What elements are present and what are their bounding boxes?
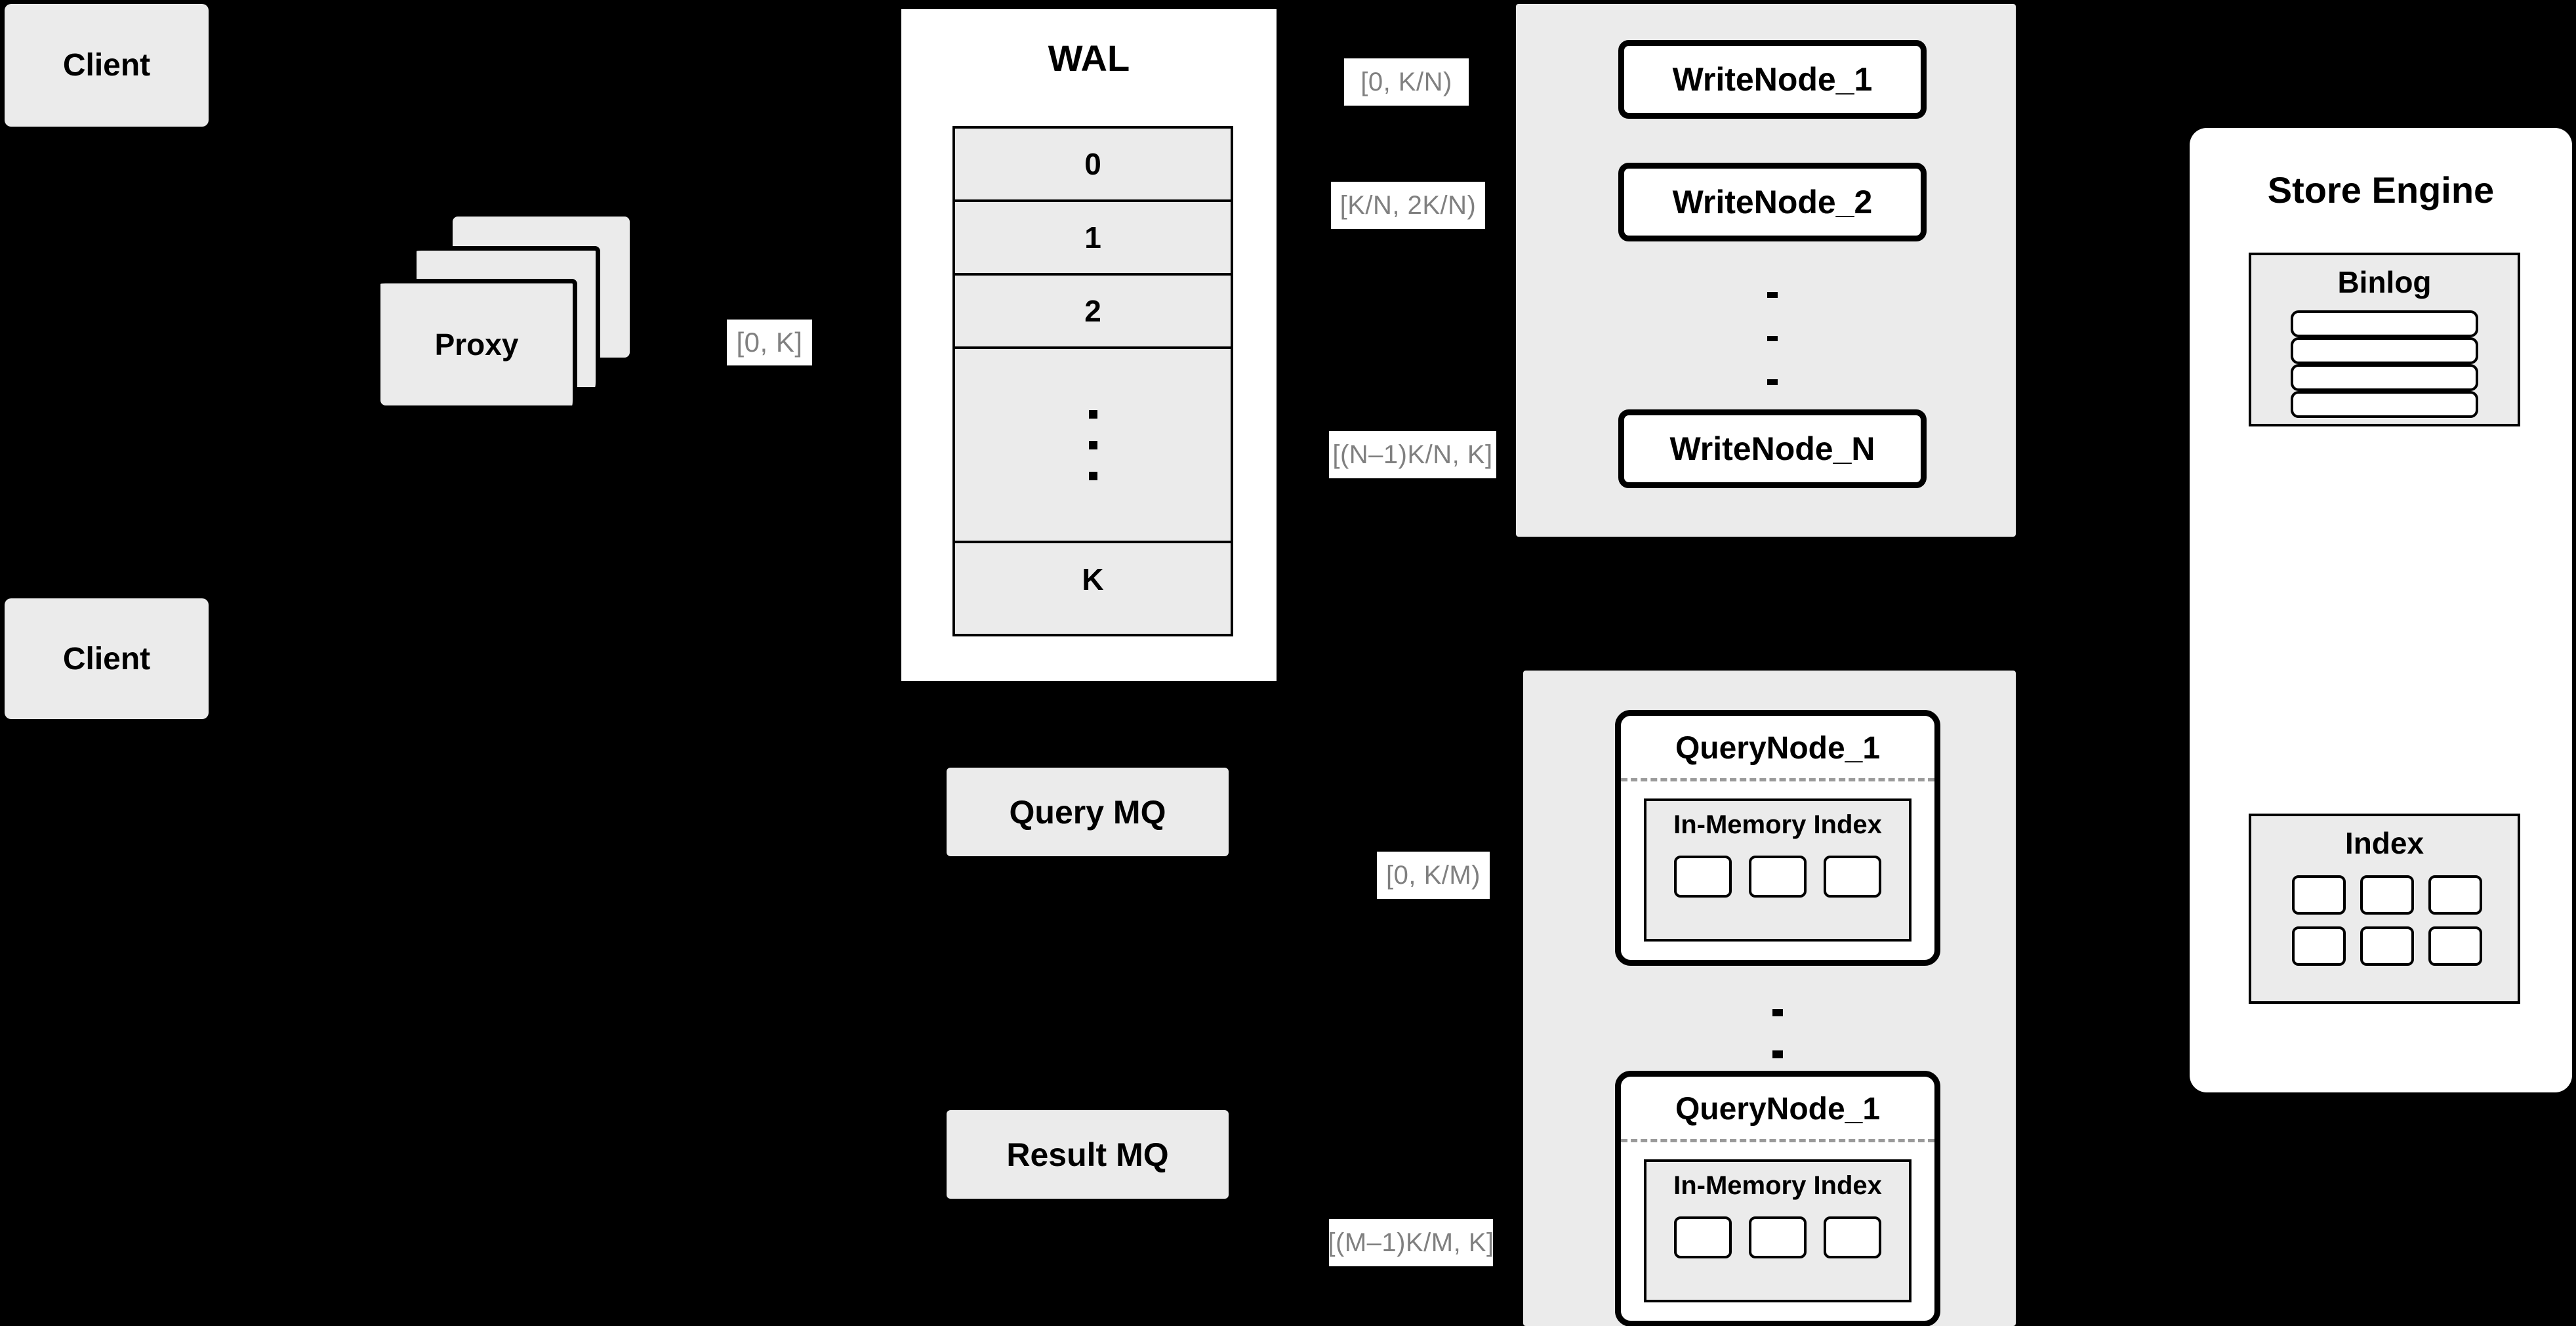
arrow-line-to-binlog	[2161, 385, 2192, 389]
query-node-m-index-segment-1[interactable]	[1674, 1216, 1732, 1258]
write-node-1-label: WriteNode_1	[1672, 61, 1873, 98]
client-node-1[interactable]: Client	[5, 4, 209, 127]
client-node-2-label: Client	[62, 641, 151, 676]
wal-row-2: 2	[955, 276, 1231, 349]
query-mq-label: Query MQ	[1009, 793, 1166, 831]
binlog-panel: Binlog	[2249, 253, 2520, 426]
client-node-2[interactable]: Client	[5, 598, 209, 719]
edge-label-wal-to-writenode-1: [0, K/N)	[1344, 58, 1469, 106]
wal-row-1: 1	[955, 202, 1231, 276]
wal-panel: WAL 0 1 2 K	[896, 4, 1282, 686]
write-node-n-label: WriteNode_N	[1669, 430, 1875, 467]
binlog-entry-3[interactable]	[2291, 364, 2478, 391]
query-node-1-in-memory-index-label: In-Memory Index	[1673, 810, 1882, 839]
query-node-1-index-segment-1[interactable]	[1674, 856, 1732, 898]
query-node-1-index-segment-3[interactable]	[1824, 856, 1881, 898]
index-cell-2[interactable]	[2360, 875, 2414, 915]
edge-label-querymq-to-querynode-m: [(M–1)K/M, K]	[1328, 1219, 1494, 1266]
edge-label-proxy-to-wal-text: [0, K]	[736, 327, 803, 358]
query-node-m-index-segment-3[interactable]	[1824, 1216, 1881, 1258]
edge-label-wal-to-writenode-2: [K/N, 2K/N)	[1331, 182, 1485, 229]
store-engine-panel: Store Engine Binlog Index	[2190, 128, 2572, 1092]
arrow-line-to-index	[2161, 945, 2192, 949]
proxy-card-front[interactable]: Proxy	[380, 279, 577, 405]
edge-label-querymq-to-querynode-1-text: [0, K/M)	[1385, 860, 1481, 890]
wal-row-ellipsis	[955, 349, 1231, 543]
index-cell-6[interactable]	[2428, 926, 2482, 966]
edge-label-querymq-to-querynode-1: [0, K/M)	[1377, 852, 1490, 899]
proxy-stack[interactable]: Proxy	[380, 217, 669, 426]
index-panel: Index	[2249, 814, 2520, 1004]
binlog-title: Binlog	[2337, 265, 2432, 299]
index-title: Index	[2344, 826, 2424, 860]
proxy-label: Proxy	[434, 327, 519, 362]
query-node-m-in-memory-index: In-Memory Index	[1644, 1159, 1912, 1302]
query-node-1-label: QueryNode_1	[1675, 731, 1881, 766]
query-node-m-index-segment-2[interactable]	[1749, 1216, 1807, 1258]
binlog-entry-4[interactable]	[2291, 391, 2478, 418]
query-node-1-index-segment-2[interactable]	[1749, 856, 1807, 898]
query-node-1-separator	[1621, 778, 1934, 781]
wal-row-0-label: 0	[1084, 147, 1101, 181]
write-node-group-panel: WriteNode_1 WriteNode_2 WriteNode_N	[1516, 4, 2016, 537]
result-mq-label: Result MQ	[1006, 1136, 1169, 1173]
store-engine-title: Store Engine	[2267, 169, 2495, 211]
write-node-2[interactable]: WriteNode_2	[1618, 163, 1927, 241]
edge-label-querymq-to-querynode-m-text: [(M–1)K/M, K]	[1328, 1228, 1494, 1257]
index-cell-1[interactable]	[2292, 875, 2346, 915]
query-node-m-label: QueryNode_1	[1675, 1092, 1881, 1127]
write-node-1[interactable]: WriteNode_1	[1618, 40, 1927, 119]
write-node-2-label: WriteNode_2	[1672, 184, 1873, 220]
edge-label-wal-to-writenode-n-text: [(N–1)K/N, K]	[1332, 440, 1493, 469]
index-cell-4[interactable]	[2292, 926, 2346, 966]
index-cell-5[interactable]	[2360, 926, 2414, 966]
wal-vertical-ellipsis-icon	[1088, 399, 1097, 491]
write-node-n[interactable]: WriteNode_N	[1618, 409, 1927, 488]
write-node-group-ellipsis-icon	[1618, 273, 1927, 404]
wal-row-k-label: K	[1082, 562, 1104, 596]
wal-row-2-label: 2	[1084, 294, 1101, 328]
query-node-m-separator	[1621, 1139, 1934, 1142]
binlog-entry-2[interactable]	[2291, 337, 2478, 364]
wal-entry-table: 0 1 2 K	[952, 126, 1233, 636]
query-mq-node[interactable]: Query MQ	[947, 768, 1229, 856]
query-node-group-panel: QueryNode_1 In-Memory Index QueryNode_1	[1523, 671, 2016, 1326]
wal-row-k: K	[955, 543, 1231, 615]
wal-title: WAL	[1048, 37, 1130, 79]
edge-label-wal-to-writenode-n: [(N–1)K/N, K]	[1329, 431, 1496, 478]
query-node-1-in-memory-index: In-Memory Index	[1644, 798, 1912, 942]
binlog-entry-1[interactable]	[2291, 310, 2478, 337]
query-node-m[interactable]: QueryNode_1 In-Memory Index	[1615, 1071, 1940, 1326]
edge-label-wal-to-writenode-1-text: [0, K/N)	[1360, 67, 1452, 96]
index-cell-3[interactable]	[2428, 875, 2482, 915]
query-node-m-in-memory-index-label: In-Memory Index	[1673, 1171, 1882, 1200]
wal-row-1-label: 1	[1084, 220, 1101, 255]
query-node-1[interactable]: QueryNode_1 In-Memory Index	[1615, 710, 1940, 966]
wal-row-0: 0	[955, 129, 1231, 202]
client-node-1-label: Client	[62, 48, 151, 83]
edge-label-wal-to-writenode-2-text: [K/N, 2K/N)	[1339, 190, 1477, 220]
edge-label-proxy-to-wal: [0, K]	[727, 320, 812, 365]
result-mq-node[interactable]: Result MQ	[947, 1110, 1229, 1199]
